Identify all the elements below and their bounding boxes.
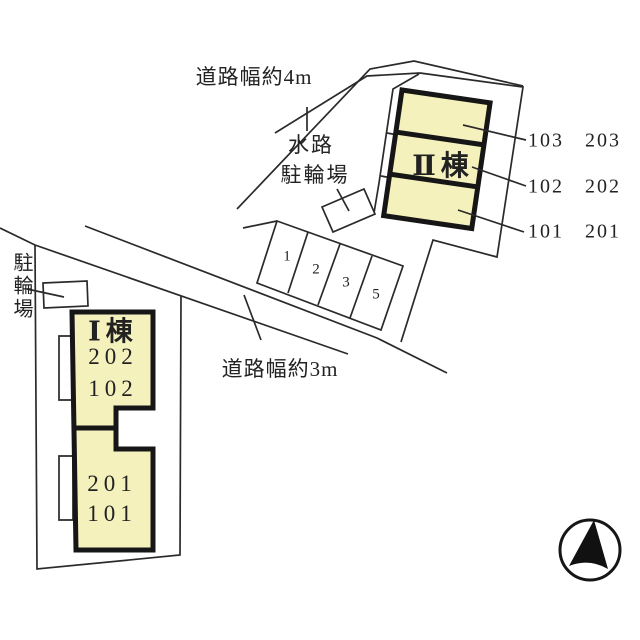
parking-space-1: 1 <box>283 248 291 265</box>
parking-row <box>255 219 405 332</box>
unit-label-leaders <box>457 124 527 233</box>
parcel-2-outline <box>400 72 524 343</box>
building-1-balcony-lower <box>58 455 74 521</box>
parking-divider-1 <box>287 231 309 294</box>
road-apron-line <box>242 220 278 229</box>
parking-divider-3 <box>349 255 373 319</box>
bike-shed-left-leader <box>26 288 65 298</box>
road-top-label: 道路幅約4m <box>195 65 313 89</box>
parking-divider-2 <box>317 243 341 306</box>
parcel-1-outline <box>34 244 182 570</box>
parcel-2-boundary <box>373 72 524 343</box>
building-2-unit-row-101-201: 101 201 <box>528 220 621 243</box>
building-2-divider-2 <box>389 171 479 190</box>
north-arrow-icon <box>569 520 608 569</box>
waterway-label: 水路 <box>288 133 334 157</box>
building-1-unit-101: 101 <box>87 501 137 526</box>
bike-shed-left-box <box>42 280 89 309</box>
parcel-2-left-boundary <box>373 73 420 214</box>
road-top-lines <box>236 60 524 210</box>
bike-parking-left-label: 駐輪場 <box>10 252 32 321</box>
leader-row-2 <box>471 166 527 187</box>
building-1-name: Ⅰ棟 <box>88 316 138 347</box>
building-1-unit-201: 201 <box>87 471 137 496</box>
parking-row-outline <box>255 219 405 332</box>
building-1 <box>69 309 156 553</box>
parcel-1-boundary <box>0 220 448 570</box>
road-bottom-upper-edge <box>84 225 448 374</box>
leader-row-1 <box>462 124 527 141</box>
compass <box>558 518 622 582</box>
road-bottom-label: 道路幅約3m <box>221 357 339 381</box>
parking-space-3: 3 <box>342 274 350 291</box>
compass-circle <box>558 518 622 582</box>
parking-space-5: 5 <box>372 286 380 303</box>
road-bottom-tick <box>243 294 262 341</box>
bike-sheds <box>26 187 377 309</box>
leader-row-3 <box>457 209 525 233</box>
building-1-outline <box>69 309 156 553</box>
building-2-name: Ⅱ棟 <box>412 151 474 182</box>
road-top-lower-edge <box>274 72 421 134</box>
parking-space-2: 2 <box>312 261 320 278</box>
road-top-upper-edge <box>236 60 524 210</box>
bike-shed-top-leader <box>336 188 350 212</box>
building-2-unit-row-102-202: 102 202 <box>528 175 621 198</box>
building-1-balconies <box>58 335 74 521</box>
building-2-divider-1 <box>395 129 485 148</box>
bike-parking-top-label: 駐輪場 <box>280 163 350 187</box>
building-1-unit-102: 102 <box>88 376 138 401</box>
building-2-unit-row-103-203: 103 203 <box>528 129 621 152</box>
building-1-unit-202: 202 <box>88 344 138 369</box>
